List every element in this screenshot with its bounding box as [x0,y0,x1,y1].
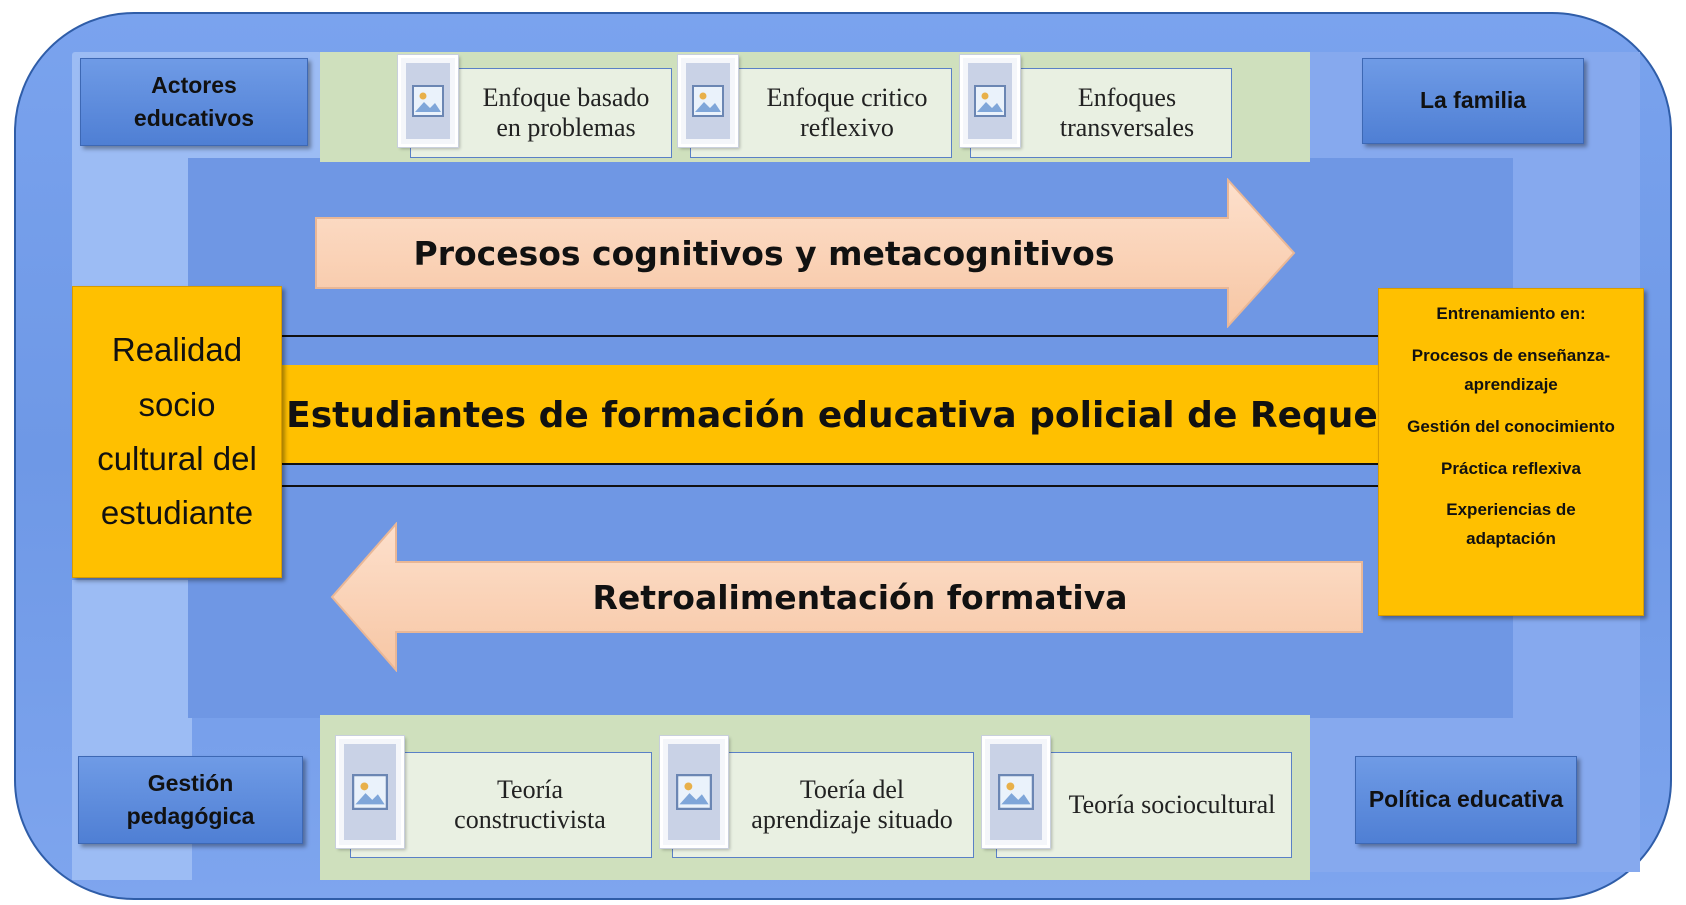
forward-arrow-label: Procesos cognitivos y metacognitivos [413,233,1115,273]
card-label: Enfoques transversales [1059,83,1195,142]
actor-gestion-pedagogica: Gestión pedagógica [78,756,303,844]
training-heading: Entrenamiento en: [1436,304,1586,323]
actor-actores-educativos: Actores educativos [80,58,308,146]
backward-arrow-label: Retroalimentación formativa [592,577,1128,617]
image-placeholder-icon [398,55,458,147]
image-placeholder-icon [982,736,1050,848]
card-label: Teoría sociocultural [1068,790,1276,820]
card-label: Teoría constructivista [454,775,606,834]
center-band-label: Estudiantes de formación educativa polic… [286,394,1378,436]
right-training-box [1378,288,1644,616]
card-label: Toería del aprendizaje situado [751,775,953,834]
training-item: Experiencias de adaptación [1446,500,1576,549]
actor-politica-educativa: Política educativa [1355,756,1577,844]
left-context-box [72,286,282,578]
image-placeholder-icon [960,55,1020,147]
right-training-list: Entrenamiento en: Procesos de enseñanza-… [1378,300,1644,610]
forward-arrow [315,178,1296,328]
card-label: Enfoque critico reflexivo [766,83,928,142]
left-context-label: Realidad socio cultural del estudiante [97,331,257,532]
backward-arrow [330,522,1363,672]
divider-line [282,463,1382,465]
divider-line [282,335,1382,337]
center-band [282,365,1382,465]
image-placeholder-icon [678,55,738,147]
training-item: Práctica reflexiva [1441,458,1581,478]
card-label: Enfoque basado en problemas [482,83,650,142]
image-placeholder-icon [660,736,728,848]
divider-line [282,485,1382,487]
image-placeholder-icon [336,736,404,848]
actor-la-familia: La familia [1362,58,1584,144]
training-item: Gestión del conocimiento [1407,416,1615,436]
training-item: Procesos de enseñanza- aprendizaje [1411,345,1611,394]
